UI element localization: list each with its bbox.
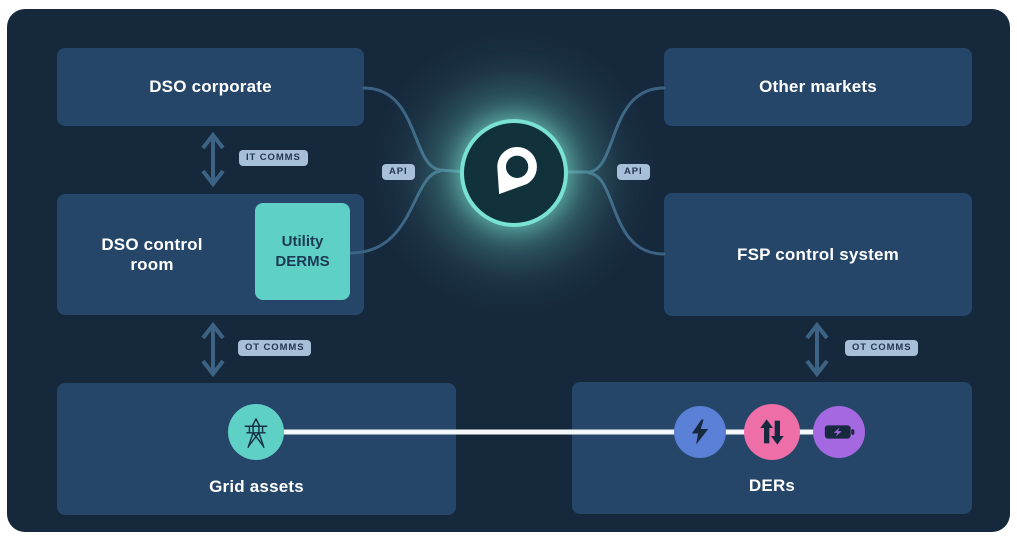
node-label: Other markets [759, 77, 877, 96]
der-flexibility-circle [744, 404, 800, 460]
node-other-markets: Other markets [664, 48, 972, 126]
diagram-panel: DSO corporate Other markets DSO control … [7, 9, 1010, 532]
node-label: FSP control system [736, 244, 899, 264]
badge-api-right: API [617, 164, 650, 181]
node-label: Utility DERMS [275, 233, 330, 270]
badge-ot-comms-left: OT COMMS [238, 340, 312, 357]
node-label: DERs [748, 476, 796, 495]
node-label: Grid assets [209, 477, 304, 496]
grid-asset-circle [228, 404, 284, 460]
node-dso-corporate: DSO corporate [57, 48, 364, 126]
badge-ot-comms-right: OT COMMS [845, 340, 919, 357]
node-utility-derms: Utility DERMS [255, 203, 350, 300]
der-generation-circle [674, 406, 726, 458]
platform-hub [460, 119, 568, 227]
node-label: DSO control room [101, 234, 203, 274]
piclo-logo-icon [497, 146, 537, 195]
lightning-bolt-icon [691, 419, 709, 445]
transmission-tower-icon [244, 418, 268, 448]
badge-it-comms: IT COMMS [239, 150, 308, 167]
node-label: DSO corporate [149, 77, 272, 96]
battery-charging-icon [824, 425, 855, 439]
import-export-arrows-icon [760, 419, 784, 445]
der-battery-circle [813, 406, 865, 458]
badge-api-left: API [382, 164, 415, 181]
node-fsp-control-system: FSP control system [664, 193, 972, 316]
